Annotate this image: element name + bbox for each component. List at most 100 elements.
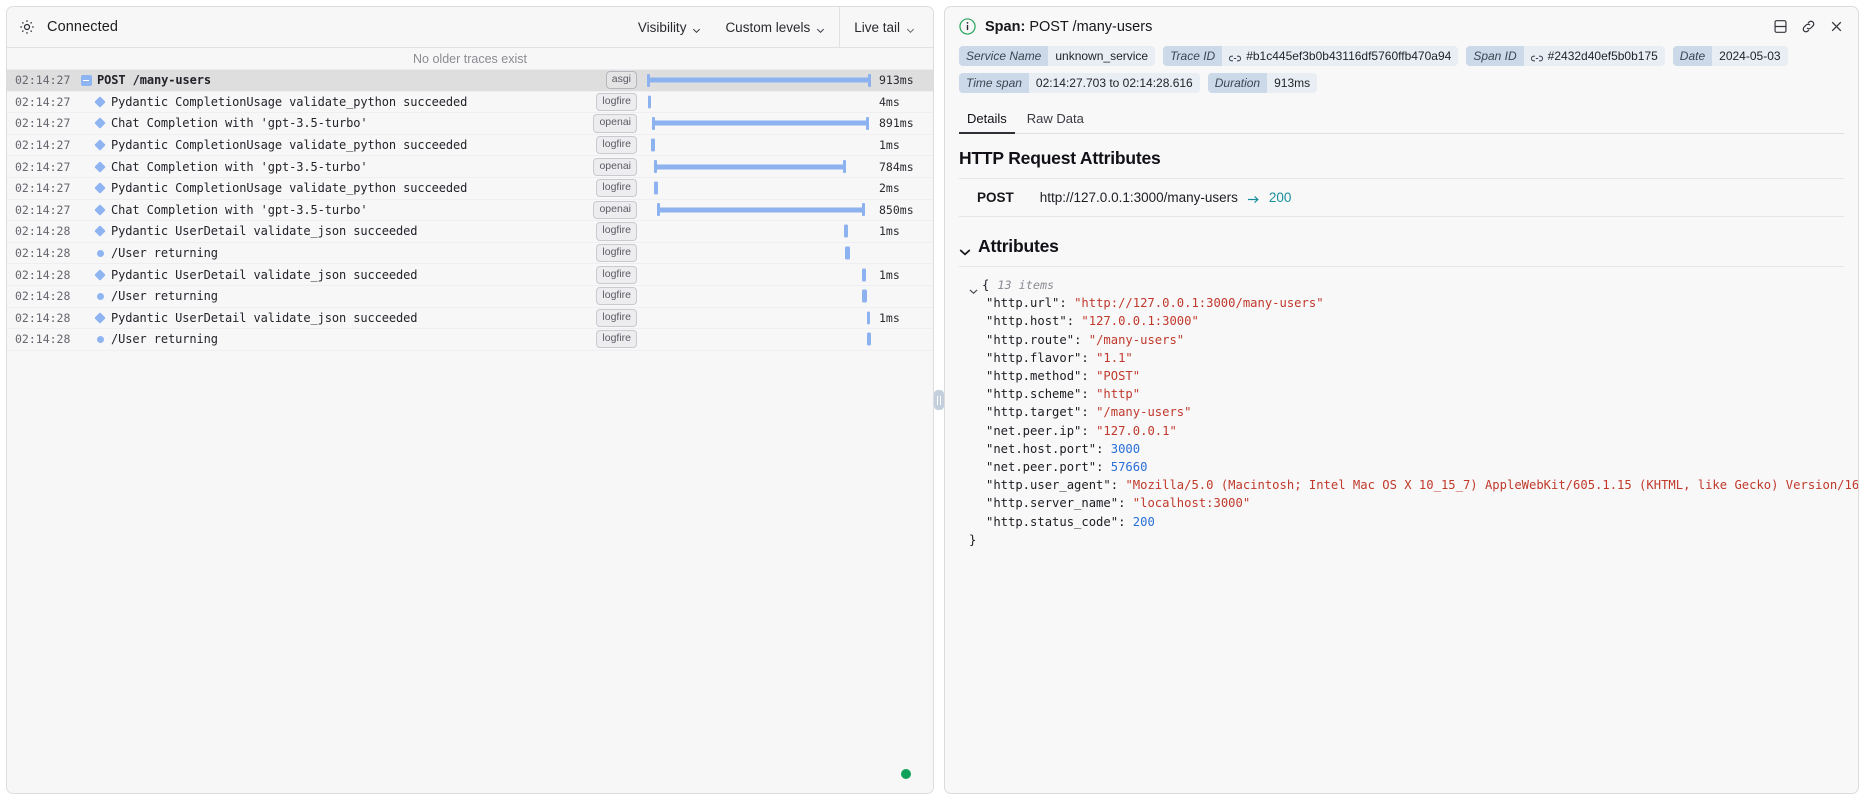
row-marker — [89, 225, 111, 238]
row-source-chip[interactable]: logfire — [596, 179, 637, 198]
json-entry: "http.server_name": "localhost:3000" — [959, 494, 1844, 512]
row-source-chip[interactable]: asgi — [605, 71, 637, 90]
span-diamond-icon — [94, 161, 106, 173]
json-key: "http.route" — [986, 332, 1075, 347]
row-label: Pydantic UserDetail validate_json succee… — [111, 224, 418, 239]
row-chip-cell: logfire — [575, 92, 643, 111]
close-icon[interactable] — [1829, 19, 1844, 34]
row-marker — [89, 182, 111, 194]
json-value: "127.0.0.1" — [1096, 423, 1177, 438]
collapse-toggle-icon[interactable] — [80, 74, 92, 86]
row-timeline — [643, 113, 871, 135]
custom-levels-dropdown[interactable]: Custom levels — [713, 7, 837, 47]
toolbar-actions: Visibility Custom levels Live tail — [626, 7, 927, 48]
link-icon — [1530, 52, 1543, 61]
json-value: "localhost:3000" — [1132, 496, 1251, 511]
metadata-key: Trace ID — [1163, 46, 1223, 66]
row-label: Chat Completion with 'gpt-3.5-turbo' — [111, 159, 368, 174]
json-colon: : — [1110, 478, 1126, 493]
duration-bar — [657, 203, 865, 217]
row-source-chip[interactable]: openai — [593, 157, 637, 176]
span-dot-icon — [96, 249, 104, 257]
gear-icon[interactable] — [19, 19, 35, 35]
span-diamond-icon — [94, 268, 106, 281]
json-key: "http.url" — [986, 296, 1060, 311]
row-source-chip[interactable]: openai — [593, 200, 637, 219]
row-duration: 1ms — [879, 267, 900, 282]
row-timeline — [643, 264, 871, 286]
visibility-dropdown[interactable]: Visibility — [626, 7, 714, 47]
json-colon: : — [1081, 423, 1097, 438]
row-timeline — [643, 242, 871, 264]
span-title-prefix: Span: — [985, 18, 1026, 35]
row-duration: 784ms — [879, 159, 914, 174]
span-title-value: POST /many-users — [1029, 18, 1153, 35]
row-label: POST /many-users — [97, 73, 211, 88]
row-duration: 891ms — [879, 116, 914, 131]
json-entry: "http.status_code": 200 — [959, 513, 1844, 531]
row-timeline — [643, 70, 871, 91]
row-label: /User returning — [111, 246, 218, 261]
attributes-toggle[interactable]: Attributes — [959, 236, 1844, 257]
copy-link-icon[interactable] — [1801, 19, 1816, 34]
row-source-chip[interactable]: openai — [593, 114, 637, 133]
row-duration: 1ms — [879, 138, 900, 153]
row-duration: 4ms — [879, 94, 900, 109]
metadata-value: 913ms — [1267, 73, 1317, 93]
tab-raw-data[interactable]: Raw Data — [1019, 106, 1092, 134]
traces-panel: Connected Visibility Custom levels — [6, 6, 934, 794]
row-marker — [89, 249, 111, 257]
row-source-chip[interactable]: logfire — [596, 287, 637, 306]
json-entry: "http.route": "/many-users" — [959, 331, 1844, 349]
live-tail-dropdown[interactable]: Live tail — [842, 7, 927, 47]
row-timestamp: 02:14:27 — [15, 181, 71, 196]
row-source-chip[interactable]: logfire — [596, 222, 637, 241]
json-key: "http.method" — [986, 369, 1082, 384]
no-older-traces-message: No older traces exist — [7, 48, 933, 70]
info-circle-icon — [959, 18, 976, 35]
json-value: 57660 — [1110, 460, 1148, 475]
row-source-chip[interactable]: logfire — [596, 330, 637, 349]
attributes-title: Attributes — [978, 236, 1059, 256]
json-key: "http.scheme" — [986, 387, 1082, 402]
row-source-chip[interactable]: logfire — [596, 243, 637, 263]
row-source-chip[interactable]: logfire — [596, 308, 637, 327]
duration-bar — [867, 311, 870, 325]
row-chip-cell: logfire — [575, 222, 643, 241]
row-duration: 850ms — [879, 202, 914, 217]
metadata-value-text: unknown_service — [1055, 49, 1149, 63]
duration-bar — [651, 138, 655, 152]
connected-label: Connected — [47, 19, 119, 35]
tab-details[interactable]: Details — [959, 106, 1015, 134]
row-chip-cell: logfire — [575, 330, 643, 349]
panel-splitter[interactable] — [934, 6, 944, 794]
json-root-toggle[interactable]: { 13 items — [959, 276, 1844, 294]
link-icon — [1229, 52, 1242, 61]
row-source-chip[interactable]: logfire — [596, 136, 637, 155]
json-colon: : — [1081, 387, 1097, 402]
json-colon: : — [1074, 332, 1089, 347]
splitter-grip-icon[interactable] — [934, 390, 944, 410]
json-colon: : — [1081, 350, 1097, 365]
panel-layout-icon[interactable] — [1773, 19, 1788, 34]
row-source-chip[interactable]: logfire — [596, 92, 637, 111]
row-source-chip[interactable]: logfire — [596, 265, 637, 284]
